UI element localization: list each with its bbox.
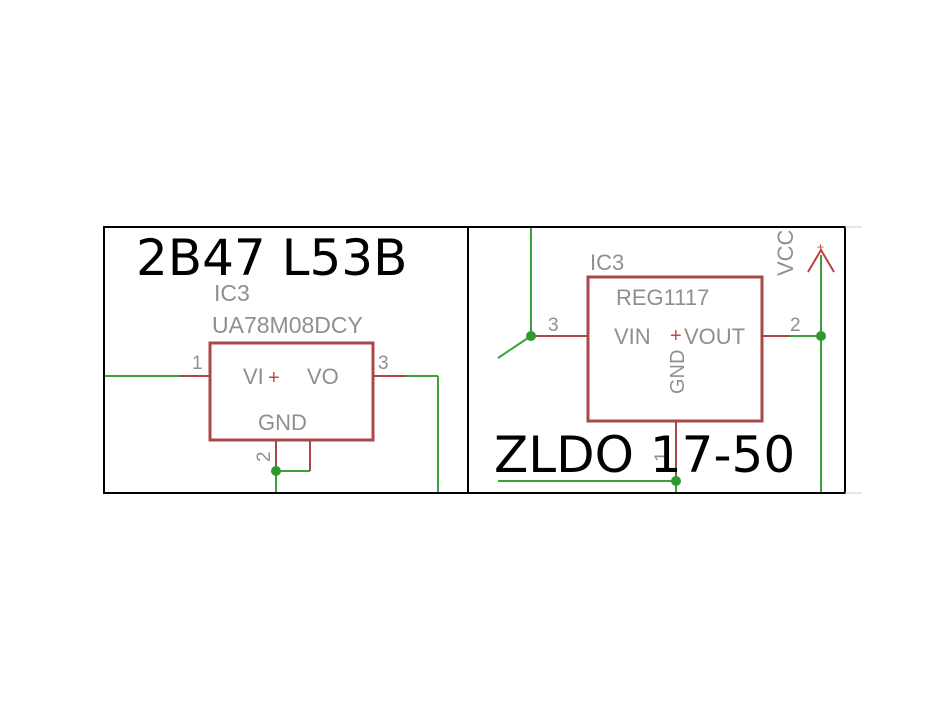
left-pin-vo: VO (307, 364, 339, 389)
right-pin-vout: VOUT (684, 324, 745, 349)
right-pin-gnd: GND (667, 350, 689, 394)
left-part-value: UA78M08DCY (212, 312, 363, 338)
right-panel-frame (467, 226, 846, 494)
right-pin1-number: 1 (652, 451, 673, 462)
regulator-body (586, 275, 764, 423)
right-panel: IC3 REG1117 3 2 1 VIN + VOUT GND VCC + Z… (494, 228, 835, 492)
left-pin2-number: 2 (254, 451, 275, 462)
left-pin1-number: 1 (192, 353, 203, 374)
left-input-marker: + (268, 367, 280, 389)
ground-junction (671, 476, 681, 486)
right-pin3-number: 3 (548, 315, 559, 336)
vcc-arrow-icon (807, 248, 835, 273)
left-caption: 2B47 L53B (136, 229, 407, 287)
right-ref-designator: IC3 (590, 250, 624, 275)
right-pin-vin: VIN (614, 324, 651, 349)
right-caption: ZLDO 17-50 (494, 426, 795, 484)
input-wire-diagonal (497, 335, 532, 359)
vcc-label: VCC (773, 229, 798, 276)
left-pin-gnd: GND (258, 410, 307, 435)
left-panel: 2B47 L53B IC3 UA78M08DCY 1 3 2 VI + VO G… (105, 229, 439, 492)
regulator-body (208, 341, 375, 442)
right-part-value: REG1117 (616, 285, 709, 310)
left-pin3-number: 3 (378, 353, 389, 374)
input-junction (526, 331, 536, 341)
right-input-marker: + (670, 325, 682, 347)
right-pin2-number: 2 (790, 315, 801, 336)
ground-junction (271, 466, 281, 476)
left-pin-vi: VI (243, 364, 264, 389)
left-ref-designator: IC3 (214, 280, 250, 306)
frames (103, 226, 862, 494)
output-junction (816, 331, 826, 341)
vcc-marker: + (817, 240, 824, 254)
